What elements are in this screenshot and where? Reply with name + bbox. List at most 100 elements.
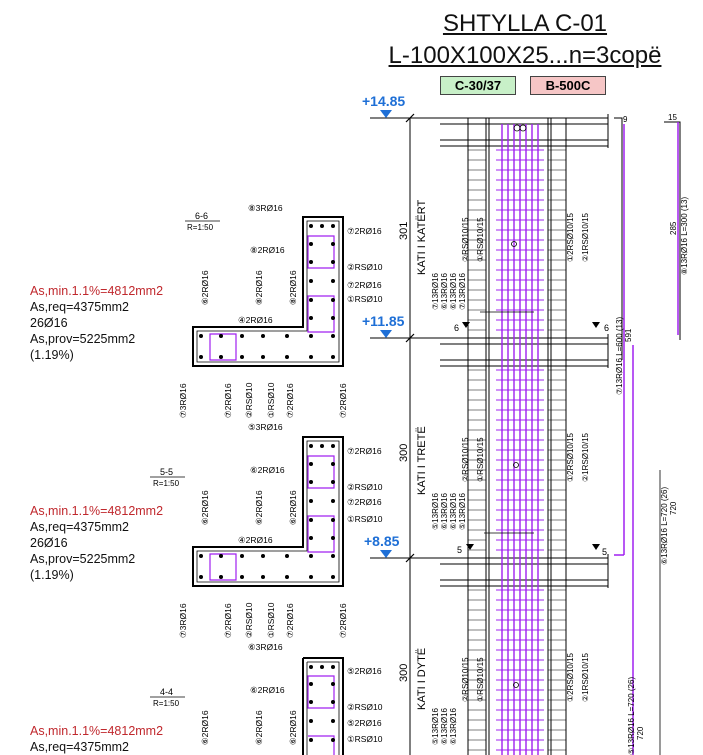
s66-bottom-4: ①RSØ10 [266, 382, 276, 418]
s66-left-1: ⑥2RØ16 [200, 270, 210, 305]
as-req-4-4: As,req=4375mm2 [30, 740, 130, 754]
title-line-2: L-100X100X25...n=3copë [388, 42, 662, 69]
section-4-4-name: 4-4 [160, 687, 173, 697]
bs-bar5-len: 720 [636, 726, 645, 740]
s66-left-3: ⑧2RØ16 [288, 270, 298, 305]
s55-right-1: ⑦2RØ16 [347, 446, 382, 456]
f2-stirrup-4: ②1RSØ10/15 [581, 652, 590, 702]
title-line-1: SHTYLLA C-01 [442, 10, 608, 37]
s66-top-label: ⑧3RØ16 [248, 203, 283, 213]
s66-right-6: ④2RØ16 [238, 315, 273, 325]
column-elevation: 6 6 5 5 KATI I KATËRT 301 KATI I TRETË 3… [370, 110, 609, 755]
section-6-6-name: 6-6 [195, 211, 208, 221]
s55-bottom-2: ⑦2RØ16 [223, 603, 233, 638]
bs-15: 15 [668, 113, 677, 122]
bs-bar7: ⑦13RØ16 L=600 (13) [615, 317, 624, 395]
f3-stirrup-2: ①RSØ10/15 [476, 437, 485, 482]
f3-stirrup-3: ①2RSØ10/15 [566, 432, 575, 482]
bars-5-5: 26Ø16 [30, 536, 68, 550]
as-min-5-5: As,min.1.1%=4812mm2 [30, 504, 164, 518]
f4-stirrup-4: ②1RSØ10/15 [581, 212, 590, 262]
s44-left-3: ⑥2RØ16 [288, 710, 298, 745]
s66-right-1: ⑦2RØ16 [347, 226, 382, 236]
s66-left-2: ⑧2RØ16 [254, 270, 264, 305]
s44-left-2: ⑥2RØ16 [254, 710, 264, 745]
f4-stirrup-1: ②RSØ10/15 [461, 217, 470, 262]
section-6-6: 6-6 R=1:50 ⑧3RØ16 ⑦2RØ16 ⑧2RØ16 ②RSØ10 ⑦… [178, 203, 383, 432]
f3-left-1: ⑤13RØ16 [431, 492, 440, 530]
section-6-6-scale: R=1:50 [187, 223, 214, 232]
s66-right-3: ②RSØ10 [347, 262, 383, 272]
s44-left-1: ⑥2RØ16 [200, 710, 210, 745]
f2-left-2: ⑥13RØ16 [440, 707, 449, 745]
section-5-5-name: 5-5 [160, 467, 173, 477]
f2-left-1: ⑤13RØ16 [431, 707, 440, 745]
concrete-grade-badge: C-30/37 [440, 76, 516, 95]
cut-6-right: 6 [604, 323, 609, 333]
as-prov-5-5: As,prov=5225mm2 [30, 552, 136, 566]
as-req-6-6: As,req=4375mm2 [30, 300, 130, 314]
bs-bar7-len: 591 [624, 328, 633, 342]
f4-stirrup-2: ①RSØ10/15 [476, 217, 485, 262]
floor-2-height: 300 [398, 664, 410, 682]
section-5-5-notes: As,min.1.1%=4812mm2 As,req=4375mm2 26Ø16… [30, 503, 163, 583]
s66-bottom-3: ②RSØ10 [244, 382, 254, 418]
steel-grade-badge: B-500C [530, 76, 606, 95]
floor-3-label: KATI I TRETË [416, 426, 428, 495]
section-5-5: 5-5 R=1:50 ⑦2RØ16 ⑥2RØ16 ②RSØ10 ⑦2RØ16 ①… [150, 436, 383, 652]
s55-bottom-3: ②RSØ10 [244, 602, 254, 638]
section-5-5-scale: R=1:50 [153, 479, 180, 488]
elevation-11-85: +11.85 [362, 313, 405, 329]
s55-next-top: ⑥3RØ16 [248, 642, 283, 652]
bs-bar6: ⑥13RØ16 L=720 (26) [660, 487, 669, 565]
s66-right-5: ①RSØ10 [347, 294, 383, 304]
as-min-4-4: As,min.1.1%=4812mm2 [30, 724, 164, 738]
f3-stirrup-1: ②RSØ10/15 [461, 437, 470, 482]
s55-right-6: ④2RØ16 [238, 535, 273, 545]
bs-bar8: ⑧13RØ16 L=300 (13) [680, 197, 689, 275]
s55-right-5: ①RSØ10 [347, 514, 383, 524]
section-4-4-notes: As,min.1.1%=4812mm2 As,req=4375mm2 [30, 723, 163, 755]
f2-stirrup-1: ②RSØ10/15 [461, 657, 470, 702]
floor-4-label: KATI I KATËRT [416, 200, 428, 275]
s55-left-1: ⑥2RØ16 [200, 490, 210, 525]
s66-next-top: ⑤3RØ16 [248, 422, 283, 432]
bs-bar8-len: 285 [669, 221, 678, 235]
f2-left-3: ⑥13RØ16 [449, 707, 458, 745]
s66-bottom-6: ⑦2RØ16 [338, 383, 348, 418]
f3-left-4: ⑤13RØ16 [458, 492, 467, 530]
s66-right-4: ⑦2RØ16 [347, 280, 382, 290]
section-4-4-scale: R=1:50 [153, 699, 180, 708]
as-prov-6-6: As,prov=5225mm2 [30, 332, 136, 346]
f4-left-2: ⑥13RØ16 [440, 272, 449, 310]
ratio-5-5: (1.19%) [30, 568, 74, 582]
s55-bottom-5: ⑦2RØ16 [285, 603, 295, 638]
floor-4-height: 301 [398, 222, 410, 240]
section-4-4: 4-4 R=1:50 ⑤2RØ16 ⑥2RØ16 ②RSØ10 ⑤2RØ16 ①… [150, 657, 383, 755]
as-min-6-6: As,min.1.1%=4812mm2 [30, 284, 164, 298]
s55-bottom-4: ①RSØ10 [266, 602, 276, 638]
s44-right-4: ⑤2RØ16 [347, 718, 382, 728]
s55-bottom-1: ⑦3RØ16 [178, 603, 188, 638]
s44-right-3: ②RSØ10 [347, 702, 383, 712]
bs-bar6-len: 720 [669, 501, 678, 515]
cut-5-left: 5 [457, 545, 462, 555]
f4-left-1: ⑦13RØ16 [431, 272, 440, 310]
s55-right-3: ②RSØ10 [347, 482, 383, 492]
f4-stirrup-3: ①2RSØ10/15 [566, 212, 575, 262]
floor-3-height: 300 [398, 444, 410, 462]
floor-2-label: KATI I DYTË [416, 648, 428, 710]
f4-left-4: ⑦13RØ16 [458, 272, 467, 310]
f2-stirrup-2: ①RSØ10/15 [476, 657, 485, 702]
f4-left-3: ⑥13RØ16 [449, 272, 458, 310]
cut-6-left: 6 [454, 323, 459, 333]
as-req-5-5: As,req=4375mm2 [30, 520, 130, 534]
s44-right-2: ⑥2RØ16 [250, 685, 285, 695]
elevation-8-85: +8.85 [364, 533, 400, 549]
elevation-14-85: +14.85 [362, 93, 406, 109]
section-6-6-notes: As,min.1.1%=4812mm2 As,req=4375mm2 26Ø16… [30, 283, 163, 363]
s55-right-4: ⑦2RØ16 [347, 497, 382, 507]
s66-bottom-5: ⑦2RØ16 [285, 383, 295, 418]
s55-bottom-6: ⑦2RØ16 [338, 603, 348, 638]
